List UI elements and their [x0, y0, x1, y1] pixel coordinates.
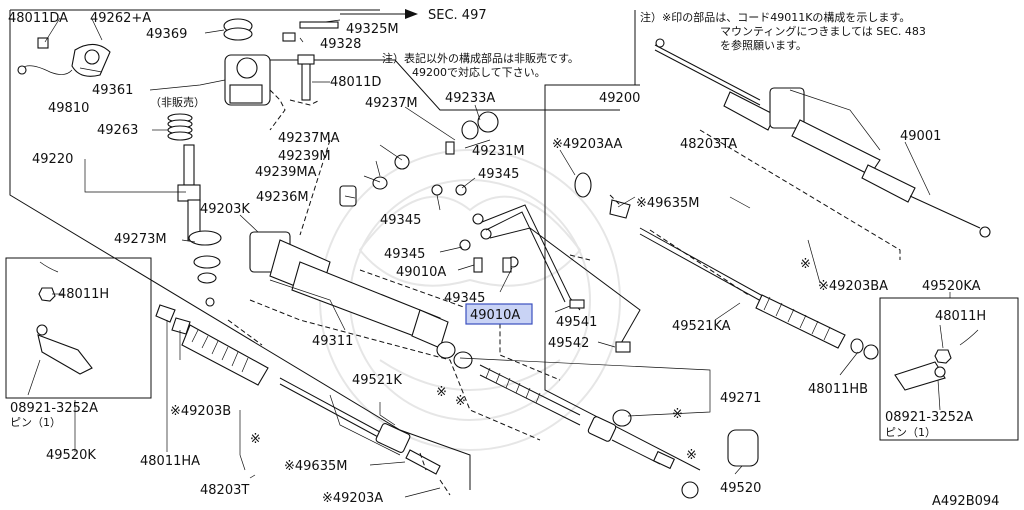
label-49361[interactable]: 49361	[92, 83, 133, 98]
pinion-group	[167, 113, 222, 284]
pressure-tubes	[481, 204, 641, 353]
label-49345-c[interactable]: 49345	[384, 247, 425, 262]
label-48203T[interactable]: 48203T	[200, 483, 249, 498]
label-49001[interactable]: 49001	[900, 129, 941, 144]
label-49521KA[interactable]: 49521KA	[672, 319, 731, 334]
rack-group	[155, 304, 759, 499]
label-49239M[interactable]: 49239M	[278, 149, 331, 164]
label-49345-a[interactable]: 49345	[478, 167, 519, 182]
label-49345-b[interactable]: 49345	[380, 213, 421, 228]
note-top-line3: を参照願います。	[720, 38, 807, 52]
label-49325M[interactable]: 49325M	[346, 22, 399, 37]
label-49520[interactable]: 49520	[720, 481, 761, 496]
label-49203K[interactable]: 49203K	[200, 202, 250, 217]
asterisk-marker: ※	[800, 257, 811, 272]
label-49273M[interactable]: 49273M	[114, 232, 167, 247]
label-49810[interactable]: 49810	[48, 101, 89, 116]
note-middle-line1: 注）表記以外の構成部品は非販売です。	[382, 51, 579, 65]
label-49200[interactable]: 49200	[599, 91, 640, 106]
label-pin-b: ピン（1）	[885, 426, 936, 439]
label-49237MA[interactable]: 49237MA	[278, 131, 340, 146]
outer-tie-rod-ends	[36, 261, 979, 391]
label-not-sold: （非販売）	[150, 96, 205, 109]
label-49237M[interactable]: 49237M	[365, 96, 418, 111]
section-arrow	[340, 9, 418, 19]
highlight-49010A[interactable]	[465, 303, 533, 325]
label-49521K[interactable]: 49521K	[352, 373, 402, 388]
label-49345-d[interactable]: 49345	[444, 291, 485, 306]
label-48011D[interactable]: 48011D	[330, 75, 381, 90]
label-49328[interactable]: 49328	[320, 37, 361, 52]
label-49239MA[interactable]: 49239MA	[255, 165, 317, 180]
label-pin-a: ピン（1）	[10, 416, 61, 429]
label-49231M[interactable]: 49231M	[472, 144, 525, 159]
label-49203B[interactable]: ※49203B	[170, 404, 231, 419]
label-08921-b[interactable]: 08921-3252A	[885, 410, 973, 425]
label-49541[interactable]: 49541	[556, 315, 597, 330]
leader-lines	[227, 89, 901, 496]
label-49203BA[interactable]: ※49203BA	[818, 279, 888, 294]
label-49220[interactable]: 49220	[32, 152, 73, 167]
label-49203A[interactable]: ※49203A	[322, 491, 383, 506]
complete-gear-assembly	[654, 38, 991, 238]
label-49311[interactable]: 49311	[312, 334, 353, 349]
label-49262A[interactable]: 49262+A	[90, 11, 151, 26]
seal-kit-group	[372, 111, 519, 273]
label-48011DA[interactable]: 48011DA	[8, 11, 68, 26]
asterisk-markers: ※ ※ ※ ※ ※ ※	[250, 257, 811, 463]
label-49236M[interactable]: 49236M	[256, 190, 309, 205]
label-48011HA[interactable]: 48011HA	[140, 454, 200, 469]
label-49635M-a[interactable]: ※49635M	[636, 196, 699, 211]
note-top-line1: 注）※印の部品は、コード49011Kの構成を示します。	[640, 10, 910, 24]
label-49263[interactable]: 49263	[97, 123, 138, 138]
label-49271[interactable]: 49271	[720, 391, 761, 406]
label-49203AA[interactable]: ※49203AA	[552, 137, 623, 152]
frame-lines	[5, 9, 1019, 490]
label-49010A-b[interactable]: 49010A	[470, 308, 520, 323]
label-49520K[interactable]: 49520K	[46, 448, 96, 463]
note-top-line2: マウンティングにつきましては SEC. 483	[720, 24, 926, 38]
asterisk-marker: ※	[455, 394, 466, 409]
watermark-emblem	[319, 149, 621, 451]
label-49542[interactable]: 49542	[548, 336, 589, 351]
valve-housing-group	[17, 18, 339, 106]
diagram-code: A492B094	[932, 494, 999, 509]
label-sec-497: SEC. 497	[428, 8, 487, 23]
label-49233A[interactable]: 49233A	[445, 91, 495, 106]
callout-leaders	[27, 17, 951, 498]
label-49010A-a[interactable]: 49010A	[396, 265, 446, 280]
label-49520KA[interactable]: 49520KA	[922, 279, 981, 294]
label-48011H-b[interactable]: 48011H	[935, 309, 986, 324]
asterisk-marker: ※	[672, 407, 683, 422]
label-49635M-b[interactable]: ※49635M	[284, 459, 347, 474]
asterisk-marker: ※	[686, 448, 697, 463]
label-08921-a[interactable]: 08921-3252A	[10, 401, 98, 416]
asterisk-marker: ※	[436, 385, 447, 400]
label-48011HB[interactable]: 48011HB	[808, 382, 868, 397]
gear-housing-group	[205, 185, 473, 369]
label-48203TA[interactable]: 48203TA	[680, 137, 737, 152]
label-48011H-a[interactable]: 48011H	[58, 287, 109, 302]
label-49369[interactable]: 49369	[146, 27, 187, 42]
note-middle-line2: 49200で対応して下さい。	[412, 65, 546, 79]
part-labels: 48011DA 49262+A 49369 49325M 49328 SEC. …	[8, 8, 999, 509]
right-tie-rod-group	[574, 172, 879, 360]
asterisk-marker: ※	[250, 432, 261, 447]
